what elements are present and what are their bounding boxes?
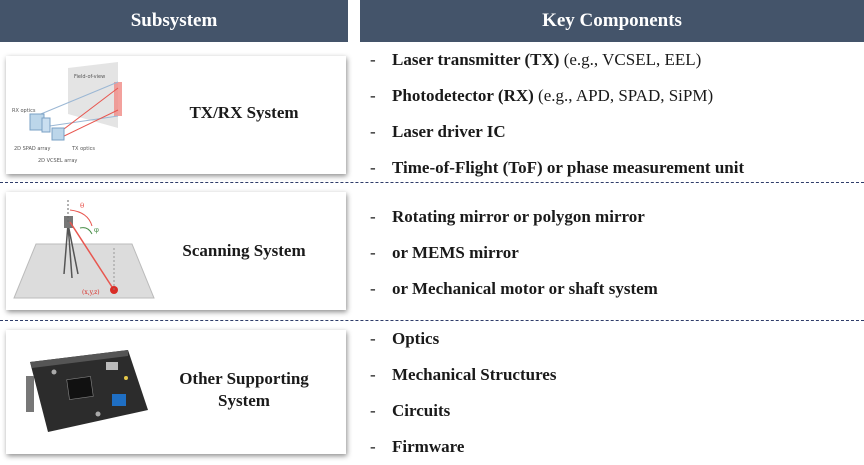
txrx-diagram-image: RX optics TX optics Field-of-view 2D SPA… <box>12 62 122 164</box>
component-text-part: Firmware <box>392 437 465 456</box>
bullet: - <box>370 86 376 105</box>
component-text: Optics <box>392 329 439 349</box>
bullet: - <box>370 329 376 348</box>
component-text-part: or Mechanical motor or shaft system <box>392 279 658 298</box>
component-text: Mechanical Structures <box>392 365 556 385</box>
component-text-part: Photodetector ( <box>392 86 504 105</box>
component-text: Rotating mirror or polygon mirror <box>392 207 645 227</box>
component-text-part: TX <box>530 50 554 69</box>
component-text-part: ) <box>528 86 534 105</box>
tx-optics-label: TX optics <box>71 146 95 152</box>
bullet: - <box>370 243 376 262</box>
component-text: Photodetector (RX) (e.g., APD, SPAD, SiP… <box>392 86 713 106</box>
vcsel-label: 2D VCSEL array <box>38 158 77 164</box>
component-text-part: Mechanical Structures <box>392 365 557 384</box>
component-text: Laser driver IC <box>392 122 506 142</box>
bullet: - <box>370 437 376 456</box>
component-item: -Firmware <box>370 429 556 465</box>
bullet: - <box>370 158 376 177</box>
spad-label: 2D SPAD array <box>14 146 51 152</box>
theta-label: θ <box>80 202 84 210</box>
circuit-board-image <box>26 350 148 432</box>
component-text: Time-of-Flight (ToF) or phase measuremen… <box>392 158 744 178</box>
scanning-diagram-image: θ φ (x,y,z) <box>13 200 155 299</box>
component-item: -Circuits <box>370 393 556 429</box>
bullet: - <box>370 207 376 226</box>
header-subsystem: Subsystem <box>0 0 348 42</box>
component-text-part: Laser transmitter ( <box>392 50 531 69</box>
component-item: -Laser driver IC <box>370 114 744 150</box>
component-item: -Optics <box>370 321 556 357</box>
label-other-supporting-system: Other Supporting System <box>156 368 332 412</box>
bullet: - <box>370 279 376 298</box>
phi-label: φ <box>94 226 99 234</box>
fov-label: Field-of-view <box>74 74 105 80</box>
component-text: Circuits <box>392 401 450 421</box>
component-text: or MEMS mirror <box>392 243 519 263</box>
component-text-part: RX <box>503 86 529 105</box>
card-scanning: θ φ (x,y,z) Scanning System <box>6 192 346 310</box>
bullet: - <box>370 401 376 420</box>
label-scanning-system: Scanning System <box>182 241 306 260</box>
row-divider-2 <box>0 320 864 321</box>
label-line-1: Other Supporting <box>179 369 309 388</box>
label-txrx-system: TX/RX System <box>189 103 299 122</box>
component-text: Laser transmitter (TX) (e.g., VCSEL, EEL… <box>392 50 701 70</box>
component-item: -or Mechanical motor or shaft system <box>370 271 658 307</box>
component-item: -Rotating mirror or polygon mirror <box>370 199 658 235</box>
label-line-2: System <box>218 391 270 410</box>
component-item: -Photodetector (RX) (e.g., APD, SPAD, Si… <box>370 78 744 114</box>
component-item: -Time-of-Flight (ToF) or phase measureme… <box>370 150 744 186</box>
component-item: -Mechanical Structures <box>370 357 556 393</box>
component-item: -or MEMS mirror <box>370 235 658 271</box>
component-text: or Mechanical motor or shaft system <box>392 279 658 299</box>
component-text-part: Rotating mirror or polygon mirror <box>392 207 645 226</box>
component-text-part: Optics <box>392 329 440 348</box>
component-item: -Laser transmitter (TX) (e.g., VCSEL, EE… <box>370 42 744 78</box>
component-text-part: (e.g., VCSEL, EEL) <box>559 50 702 69</box>
items-scanning: -Rotating mirror or polygon mirror -or M… <box>370 199 658 307</box>
header-key-components: Key Components <box>360 0 864 42</box>
bullet: - <box>370 50 376 69</box>
items-txrx: -Laser transmitter (TX) (e.g., VCSEL, EE… <box>370 42 744 186</box>
card-other: Other Supporting System <box>6 330 346 454</box>
row-divider-1 <box>0 182 864 183</box>
component-text-part: or MEMS mirror <box>392 243 519 262</box>
point-label: (x,y,z) <box>82 289 100 296</box>
bullet: - <box>370 122 376 141</box>
component-text-part: ) <box>553 50 560 69</box>
component-text-part: Circuits <box>392 401 451 420</box>
rx-optics-label: RX optics <box>12 108 36 114</box>
component-text-part: (e.g., APD, SPAD, SiPM) <box>533 86 714 105</box>
card-txrx: RX optics TX optics Field-of-view 2D SPA… <box>6 56 346 174</box>
items-other: -Optics -Mechanical Structures -Circuits… <box>370 321 556 465</box>
bullet: - <box>370 365 376 384</box>
component-text: Firmware <box>392 437 464 457</box>
component-text-part: Laser driver IC <box>392 122 506 141</box>
component-text-part: Time-of-Flight (ToF) or phase measuremen… <box>392 158 745 177</box>
